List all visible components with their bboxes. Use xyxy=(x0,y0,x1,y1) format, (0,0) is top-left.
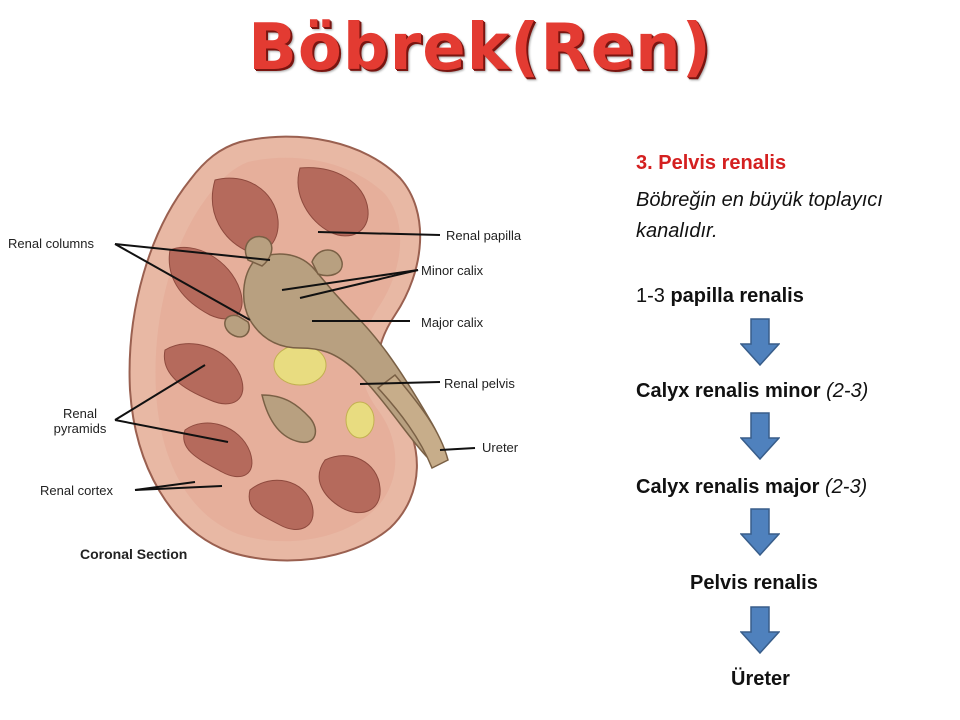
title-main: Böbrek xyxy=(248,11,511,85)
leader-minor-calix-b xyxy=(299,269,419,299)
ureter-tube xyxy=(376,373,449,470)
title-paren-open: ( xyxy=(510,11,541,85)
leader-renal-columns-a xyxy=(114,243,251,321)
diagram-caption: Coronal Section xyxy=(80,546,188,562)
label-ureter: Ureter xyxy=(482,440,519,455)
step-bold: Calyx renalis minor xyxy=(636,380,821,402)
panel-heading: 3. Pelvis renalis xyxy=(636,152,787,174)
step-calyx-major: Calyx renalis major (2-3) xyxy=(636,476,867,499)
title-paren-close: ) xyxy=(681,11,712,85)
label-renal-columns: Renal columns xyxy=(8,236,94,251)
leader-lines xyxy=(114,231,476,491)
label-minor-calix: Minor calix xyxy=(421,263,484,278)
leader-renal-pelvis xyxy=(359,381,441,385)
label-renal-pelvis: Renal pelvis xyxy=(444,376,515,391)
step-bold: Calyx renalis major xyxy=(636,476,820,498)
leader-ureter xyxy=(439,447,476,451)
panel-description: Böbreğin en büyük toplayıcı kanalıdır. xyxy=(636,189,883,242)
label-renal-papilla: Renal papilla xyxy=(446,228,522,243)
kidney-illustration xyxy=(114,135,476,562)
step-pelvis-renalis: Pelvis renalis xyxy=(690,572,818,595)
step-prefix: 1-3 xyxy=(636,285,671,307)
down-arrow-icon xyxy=(740,318,780,366)
leader-renal-cortex-a xyxy=(134,485,223,491)
step-calyx-minor: Calyx renalis minor (2-3) xyxy=(636,380,868,403)
label-renal-pyramids: Renal pyramids xyxy=(44,406,116,436)
title-ren: Ren xyxy=(540,11,682,85)
label-renal-pyramids-line2: pyramids xyxy=(53,421,107,436)
leader-pyramids-b xyxy=(114,419,229,443)
leader-minor-calix-a xyxy=(281,269,419,291)
page-title: Böbrek(Ren) xyxy=(0,8,960,88)
label-renal-pyramids-line1: Renal xyxy=(63,406,97,421)
step-papilla-renalis: 1-3 papilla renalis xyxy=(636,285,804,308)
down-arrow-icon xyxy=(740,606,780,654)
label-renal-cortex: Renal cortex xyxy=(40,483,113,498)
renal-pyramids xyxy=(163,167,381,530)
label-major-calix: Major calix xyxy=(421,315,484,330)
leader-renal-cortex-b xyxy=(134,481,196,491)
step-bold: papilla renalis xyxy=(670,285,804,307)
leader-renal-papilla xyxy=(317,231,441,236)
step-bold: Pelvis renalis xyxy=(690,572,818,594)
leader-renal-columns-b xyxy=(114,243,271,261)
step-ureter: Üreter xyxy=(731,668,790,691)
down-arrow-icon xyxy=(740,412,780,460)
leader-pyramids-a xyxy=(114,364,206,421)
step-suffix: (2-3) xyxy=(819,476,868,498)
kidney-diagram: Renal columns Renal papilla Minor calix … xyxy=(0,120,560,580)
down-arrow-icon xyxy=(740,508,780,556)
step-suffix: (2-3) xyxy=(820,380,869,402)
step-bold: Üreter xyxy=(731,668,790,690)
